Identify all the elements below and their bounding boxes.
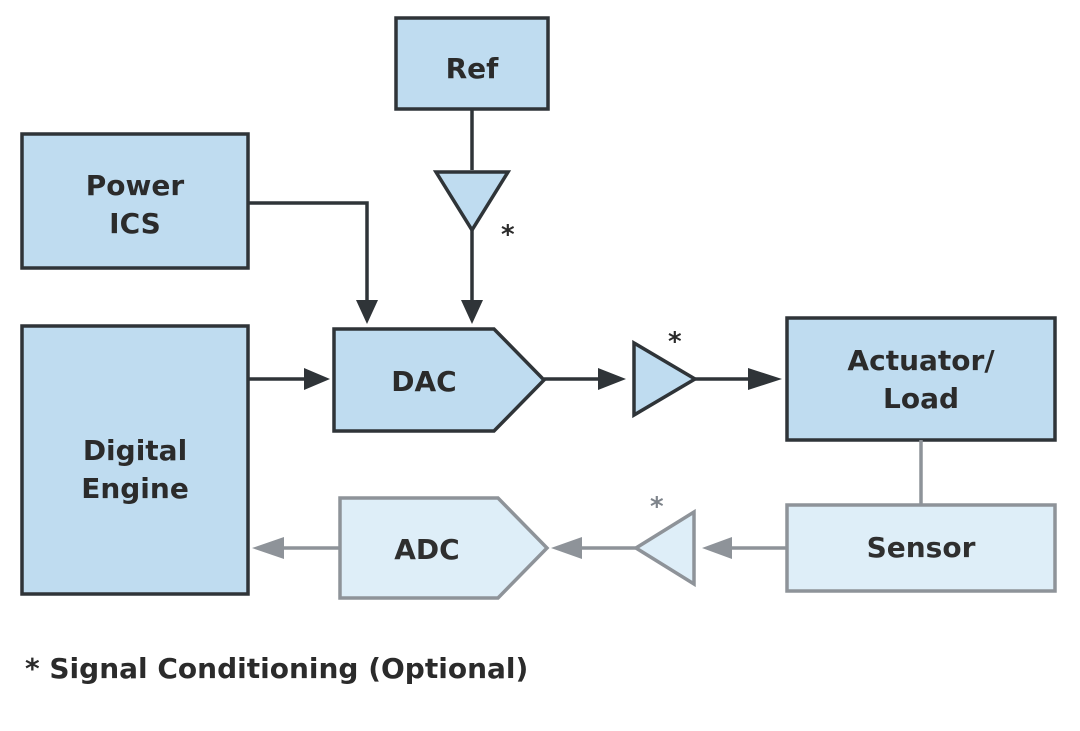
adc-block: ADC — [338, 496, 550, 600]
actuator-load-block: Actuator/ Load — [785, 316, 1057, 442]
sensor-box — [785, 503, 1057, 593]
sensor-label: Sensor — [867, 531, 976, 564]
actuator-label-line2: Load — [883, 382, 959, 415]
digital-engine-box — [20, 324, 250, 596]
ref-block: Ref — [394, 16, 550, 111]
sensor-block: Sensor — [785, 503, 1057, 593]
digital-engine-label-line1: Digital — [83, 434, 187, 467]
power-to-dac-wire — [248, 201, 369, 300]
digital-engine-block: Digital Engine — [20, 324, 250, 596]
signal-conditioning-footnote: * Signal Conditioning (Optional) — [25, 652, 528, 685]
sensor-to-amplifier-arrowhead — [702, 537, 732, 559]
dac-shape — [332, 327, 547, 433]
ref-label: Ref — [446, 52, 500, 85]
power-ics-block: Power ICS — [20, 132, 250, 270]
dac-label: DAC — [391, 365, 456, 398]
power-ics-label-line1: Power — [86, 169, 185, 202]
adc-shape — [338, 496, 550, 600]
amplifier-to-adc-arrowhead — [551, 537, 582, 559]
digital-to-dac-arrowhead — [304, 368, 330, 390]
ref-to-dac-arrowhead — [461, 300, 483, 324]
power-ics-label-line2: ICS — [109, 207, 161, 240]
sensor-amplifier-triangle — [632, 508, 696, 588]
digital-engine-label-line2: Engine — [81, 472, 189, 505]
dac-block: DAC — [332, 327, 547, 433]
ref-box — [394, 16, 550, 111]
ref-amplifier-triangle — [432, 170, 512, 234]
actuator-load-box — [785, 316, 1057, 442]
power-to-dac-arrowhead — [356, 300, 378, 324]
adc-to-digital-arrowhead — [252, 537, 284, 559]
dac-amplifier-marker: * — [668, 327, 682, 357]
power-ics-box — [20, 132, 250, 270]
dac-amplifier-triangle — [632, 339, 699, 419]
ref-amplifier-marker: * — [501, 220, 515, 250]
dac-to-amplifier-arrowhead — [598, 368, 626, 390]
sensor-amplifier-marker: * — [650, 492, 664, 522]
amplifier-to-actuator-arrowhead — [748, 368, 782, 390]
adc-label: ADC — [394, 533, 459, 566]
actuator-label-line1: Actuator/ — [847, 344, 995, 377]
